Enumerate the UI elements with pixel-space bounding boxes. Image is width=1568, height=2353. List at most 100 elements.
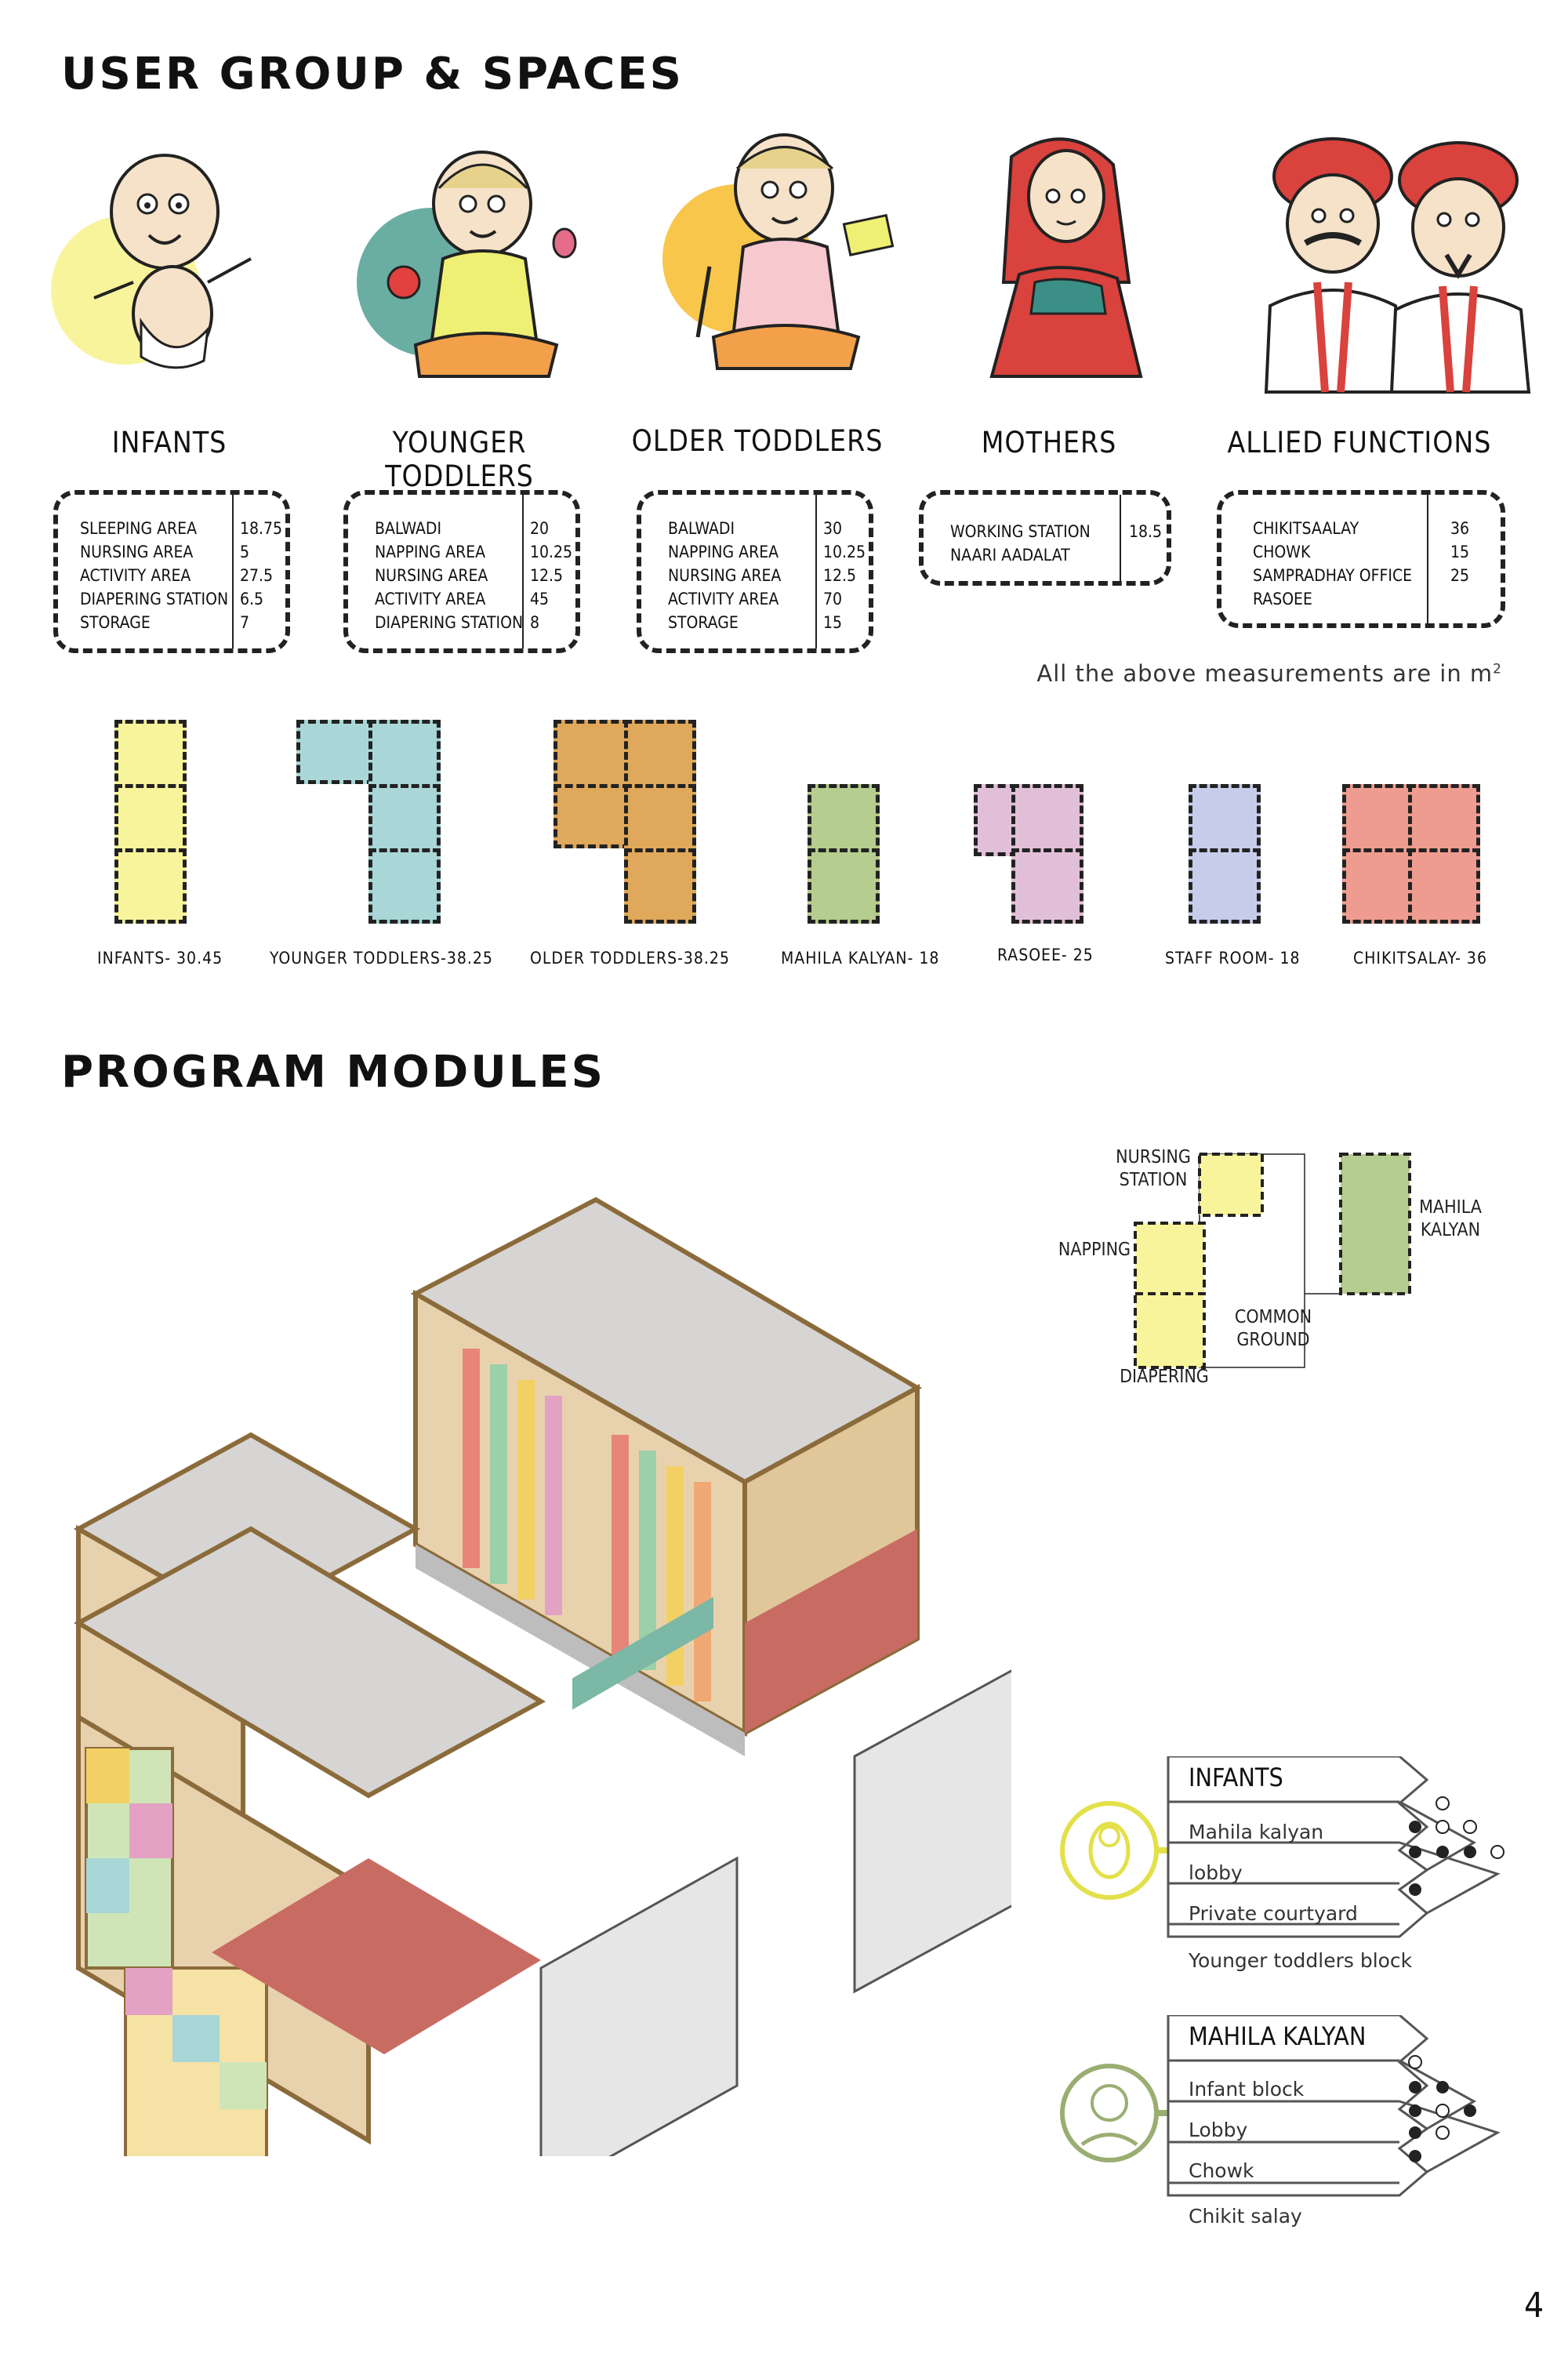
area-name: NAPPING AREA bbox=[375, 543, 486, 561]
area-value: 25 bbox=[1450, 566, 1470, 585]
colored-panel-grid bbox=[85, 1747, 268, 2156]
staff-room-module-cell bbox=[1189, 784, 1261, 856]
staff-room-module-cell bbox=[1189, 848, 1261, 924]
mahila-kalyan-module-cell bbox=[808, 848, 880, 924]
area-value: 45 bbox=[530, 590, 550, 608]
older-toddlers-module-cell bbox=[554, 784, 630, 848]
infants-module-cell bbox=[114, 848, 187, 924]
legend-title-mahila-kalyan: MAHILA KALYAN bbox=[1189, 2021, 1367, 2051]
legend-mahila-kalyan bbox=[1060, 2015, 1501, 2197]
area-value: 36 bbox=[1450, 519, 1470, 538]
area-table-older-toddlers: BALWADI NAPPING AREA NURSING AREA ACTIVI… bbox=[637, 490, 873, 653]
user-group-illustrations bbox=[51, 133, 1531, 394]
area-name: BALWADI bbox=[375, 519, 442, 538]
younger-toddlers-module-cell bbox=[368, 784, 441, 856]
user-group-title-infants: INFANTS bbox=[111, 426, 227, 459]
older-toddlers-module-cell bbox=[624, 720, 696, 792]
area-name: WORKING STATION bbox=[950, 522, 1091, 541]
space-label: YOUNGER TODDLERS-38.25 bbox=[270, 949, 493, 968]
area-value: 10.25 bbox=[530, 543, 573, 561]
area-name: NAARI AADALAT bbox=[950, 546, 1070, 565]
area-name: STORAGE bbox=[80, 613, 151, 632]
plan-label-diapering: DIAPERING bbox=[1120, 1367, 1209, 1387]
younger-toddlers-module-cell bbox=[296, 720, 375, 784]
area-value: 12.5 bbox=[823, 566, 857, 585]
space-label: INFANTS- 30.45 bbox=[97, 949, 223, 968]
area-value: 15 bbox=[823, 613, 843, 632]
plan-label-mahila-kalyan: MAHILA KALYAN bbox=[1419, 1197, 1482, 1240]
legend-row: lobby bbox=[1189, 1861, 1243, 1884]
area-value: 70 bbox=[823, 590, 843, 608]
axonometric-drawing bbox=[73, 1196, 1011, 2156]
legend-row: Private courtyard bbox=[1189, 1902, 1358, 1925]
table-divider bbox=[522, 495, 524, 648]
area-table-infants: SLEEPING AREA NURSING AREA ACTIVITY AREA… bbox=[53, 490, 290, 653]
area-table-younger-toddlers: BALWADI NAPPING AREA NURSING AREA ACTIVI… bbox=[343, 490, 580, 653]
older-toddlers-module-cell bbox=[624, 848, 696, 924]
area-name: NURSING AREA bbox=[80, 543, 194, 561]
older-toddlers-module-cell bbox=[624, 784, 696, 856]
infants-module-cell bbox=[114, 720, 187, 792]
rasoee-module-cell bbox=[1011, 784, 1083, 856]
rasoee-module-cell bbox=[1011, 848, 1083, 924]
area-name: RASOEE bbox=[1253, 590, 1312, 608]
woman-icon bbox=[1060, 2064, 1159, 2162]
area-name: DIAPERING STATION bbox=[375, 613, 524, 632]
legend-row: Chowk bbox=[1189, 2159, 1254, 2182]
area-name: DIAPERING STATION bbox=[80, 590, 229, 608]
chikitsalay-module-cell bbox=[1408, 784, 1480, 856]
plan-label-napping: NAPPING bbox=[1058, 1240, 1131, 1260]
table-divider bbox=[815, 495, 817, 648]
legend-infants bbox=[1060, 1756, 1504, 1938]
area-value: 15 bbox=[1450, 543, 1470, 561]
colored-slats bbox=[463, 1349, 711, 1701]
area-name: CHOWK bbox=[1253, 543, 1311, 561]
legend-row: Mahila kalyan bbox=[1189, 1821, 1324, 1843]
space-label: STAFF ROOM- 18 bbox=[1165, 949, 1301, 968]
area-value: 18.75 bbox=[240, 519, 283, 538]
table-divider bbox=[1427, 495, 1428, 623]
area-name: ACTIVITY AREA bbox=[668, 590, 779, 608]
area-name: ACTIVITY AREA bbox=[375, 590, 486, 608]
area-name: BALWADI bbox=[668, 519, 735, 538]
area-value: 7 bbox=[240, 613, 250, 632]
area-table-allied-functions: CHIKITSAALAY CHOWK SAMPRADHAY OFFICE RAS… bbox=[1217, 490, 1505, 628]
legend-row: Younger toddlers block bbox=[1189, 1949, 1413, 1972]
space-label: MAHILA KALYAN- 18 bbox=[781, 949, 940, 968]
younger-toddler-illustration bbox=[357, 151, 577, 378]
mother-illustration bbox=[989, 137, 1143, 378]
user-group-title-younger-toddlers: YOUNGER TODDLERS bbox=[385, 426, 534, 493]
user-group-title-allied-functions: ALLIED FUNCTIONS bbox=[1227, 426, 1492, 459]
measurement-note: All the above measurements are in m2 bbox=[1036, 660, 1502, 687]
chikitsalay-module-cell bbox=[1342, 784, 1414, 856]
area-name: NAPPING AREA bbox=[668, 543, 779, 561]
section-title-program-modules: PROGRAM MODULES bbox=[61, 1047, 605, 1098]
space-label: OLDER TODDLERS-38.25 bbox=[530, 949, 730, 968]
older-toddlers-module-cell bbox=[554, 720, 630, 792]
page-number: 4 bbox=[1524, 2286, 1544, 2326]
allied-functions-illustration bbox=[1264, 137, 1531, 394]
legend-title-infants: INFANTS bbox=[1189, 1763, 1283, 1792]
legend-row: Chikit salay bbox=[1189, 2205, 1302, 2228]
area-name: NURSING AREA bbox=[668, 566, 782, 585]
mahila-kalyan-module-cell bbox=[808, 784, 880, 856]
user-group-title-mothers: MOTHERS bbox=[981, 426, 1117, 459]
area-value: 30 bbox=[823, 519, 843, 538]
space-label: RASOEE- 25 bbox=[997, 946, 1094, 964]
area-table-mothers: WORKING STATION NAARI AADALAT 18.5 bbox=[919, 490, 1171, 586]
legend-row: Lobby bbox=[1189, 2119, 1248, 2141]
area-value: 8 bbox=[530, 613, 540, 632]
area-value: 10.25 bbox=[823, 543, 866, 561]
plan-label-common-ground: COMMON GROUND bbox=[1234, 1307, 1312, 1350]
area-value: 6.5 bbox=[240, 590, 264, 608]
area-value: 20 bbox=[530, 519, 550, 538]
table-divider bbox=[1120, 495, 1121, 581]
area-name: CHIKITSAALAY bbox=[1253, 519, 1359, 538]
older-toddler-illustration bbox=[662, 133, 895, 370]
area-name: SAMPRADHAY OFFICE bbox=[1253, 566, 1413, 585]
table-divider bbox=[232, 495, 234, 648]
area-name: STORAGE bbox=[668, 613, 739, 632]
area-name: SLEEPING AREA bbox=[80, 519, 198, 538]
baby-icon bbox=[1060, 1801, 1159, 1900]
area-name: NURSING AREA bbox=[375, 566, 488, 585]
